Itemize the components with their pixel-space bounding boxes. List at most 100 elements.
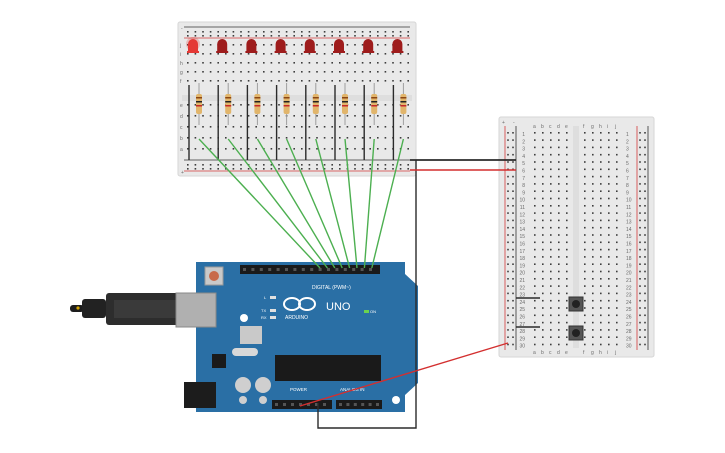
l-led-label: L	[264, 295, 267, 300]
col-letter: j	[614, 350, 616, 356]
row-number: 23	[626, 293, 632, 299]
row-number: 3	[522, 147, 525, 153]
col-letter: h	[599, 124, 602, 130]
led-signal-wires[interactable]	[198, 138, 405, 269]
signal-wire-5[interactable]	[315, 138, 351, 269]
right-breadboard-holes	[507, 132, 646, 346]
power-wire-arduino[interactable]	[299, 342, 509, 407]
resistor-6	[342, 94, 348, 114]
push-button-2[interactable]	[568, 325, 584, 341]
signal-wire-3[interactable]	[256, 138, 336, 269]
row-number: 15	[626, 234, 632, 240]
row-number: 8	[626, 183, 629, 189]
row-number: 28	[626, 329, 632, 335]
col-letter: d	[557, 350, 560, 356]
col-letter: i	[607, 124, 608, 130]
row-number: 7	[522, 176, 525, 182]
signal-wire-1[interactable]	[198, 138, 321, 269]
row-letter: h	[180, 61, 183, 67]
row-number: 16	[626, 242, 632, 248]
row-number: 21	[519, 278, 525, 284]
row-number: 6	[626, 169, 629, 175]
led-1	[188, 39, 198, 52]
row-number: 8	[522, 183, 525, 189]
resistor-4	[283, 94, 290, 114]
usb-cable[interactable]	[70, 293, 194, 325]
row-number: 13	[626, 220, 632, 226]
row-number: 4	[522, 154, 525, 160]
led-4	[275, 39, 286, 52]
digital-header-label: DIGITAL (PWM~)	[312, 285, 351, 291]
signal-wire-7[interactable]	[363, 138, 375, 269]
led-array	[186, 37, 404, 53]
led-8	[392, 39, 403, 52]
row-number: 20	[519, 271, 525, 277]
resistor-7	[371, 94, 378, 114]
row-number: 5	[522, 161, 525, 167]
row-letter: e	[180, 103, 183, 109]
col-letter: j	[614, 124, 616, 130]
col-letter: c	[549, 124, 552, 130]
row-number: 29	[626, 336, 632, 342]
resistor-1	[196, 94, 202, 114]
arduino-uno-board[interactable]: DIGITAL (PWM~) UNO ARDUINO L TX RX ON PO…	[70, 262, 418, 412]
row-number: 18	[519, 256, 525, 262]
row-number: 19	[519, 263, 525, 269]
row-letter: a	[180, 147, 183, 153]
row-number: 28	[519, 329, 525, 335]
col-letter: g	[591, 124, 594, 130]
signal-wire-4[interactable]	[285, 138, 343, 269]
resistor-5	[312, 94, 319, 114]
led-5	[304, 39, 315, 52]
row-number: 3	[626, 147, 629, 153]
row-number: 22	[519, 285, 525, 291]
resistor-2	[225, 94, 232, 114]
push-button-1[interactable]	[568, 296, 584, 312]
col-letter: f	[583, 350, 585, 356]
row-number: 27	[519, 322, 525, 328]
bottom-rail-plus-label: +	[181, 170, 184, 176]
right-rail-minus-label: -	[513, 120, 515, 126]
row-number: 9	[626, 190, 629, 196]
signal-wire-2[interactable]	[227, 138, 328, 269]
row-letter: i	[180, 52, 181, 58]
row-number: 13	[519, 220, 525, 226]
row-number: 15	[519, 234, 525, 240]
row-number: 30	[519, 344, 525, 350]
row-letter: f	[180, 79, 182, 85]
col-letter: a	[533, 350, 536, 356]
row-number: 6	[522, 169, 525, 175]
row-number: 22	[626, 285, 632, 291]
arduino-brand-label: ARDUINO	[285, 315, 308, 321]
row-number: 10	[519, 198, 525, 204]
row-number: 29	[519, 336, 525, 342]
signal-wire-8[interactable]	[371, 138, 405, 269]
col-letter: e	[565, 124, 568, 130]
row-number: 27	[626, 322, 632, 328]
top-rail-minus-label: -	[181, 26, 183, 32]
row-letter: b	[180, 136, 183, 142]
row-number: 24	[626, 300, 632, 306]
row-number: 26	[519, 315, 525, 321]
led-2	[217, 39, 228, 52]
row-number: 9	[522, 190, 525, 196]
resistor-3	[254, 94, 261, 114]
row-number: 18	[626, 256, 632, 262]
col-letter: g	[591, 350, 594, 356]
row-number: 4	[626, 154, 629, 160]
row-number: 20	[626, 271, 632, 277]
resistor-8	[400, 94, 407, 114]
signal-wire-6[interactable]	[344, 138, 358, 269]
col-letter: b	[541, 124, 544, 130]
col-letter: d	[557, 124, 560, 130]
col-letter: c	[549, 350, 552, 356]
row-number: 5	[626, 161, 629, 167]
row-number: 7	[626, 176, 629, 182]
row-number: 16	[519, 242, 525, 248]
led-6	[334, 39, 344, 52]
